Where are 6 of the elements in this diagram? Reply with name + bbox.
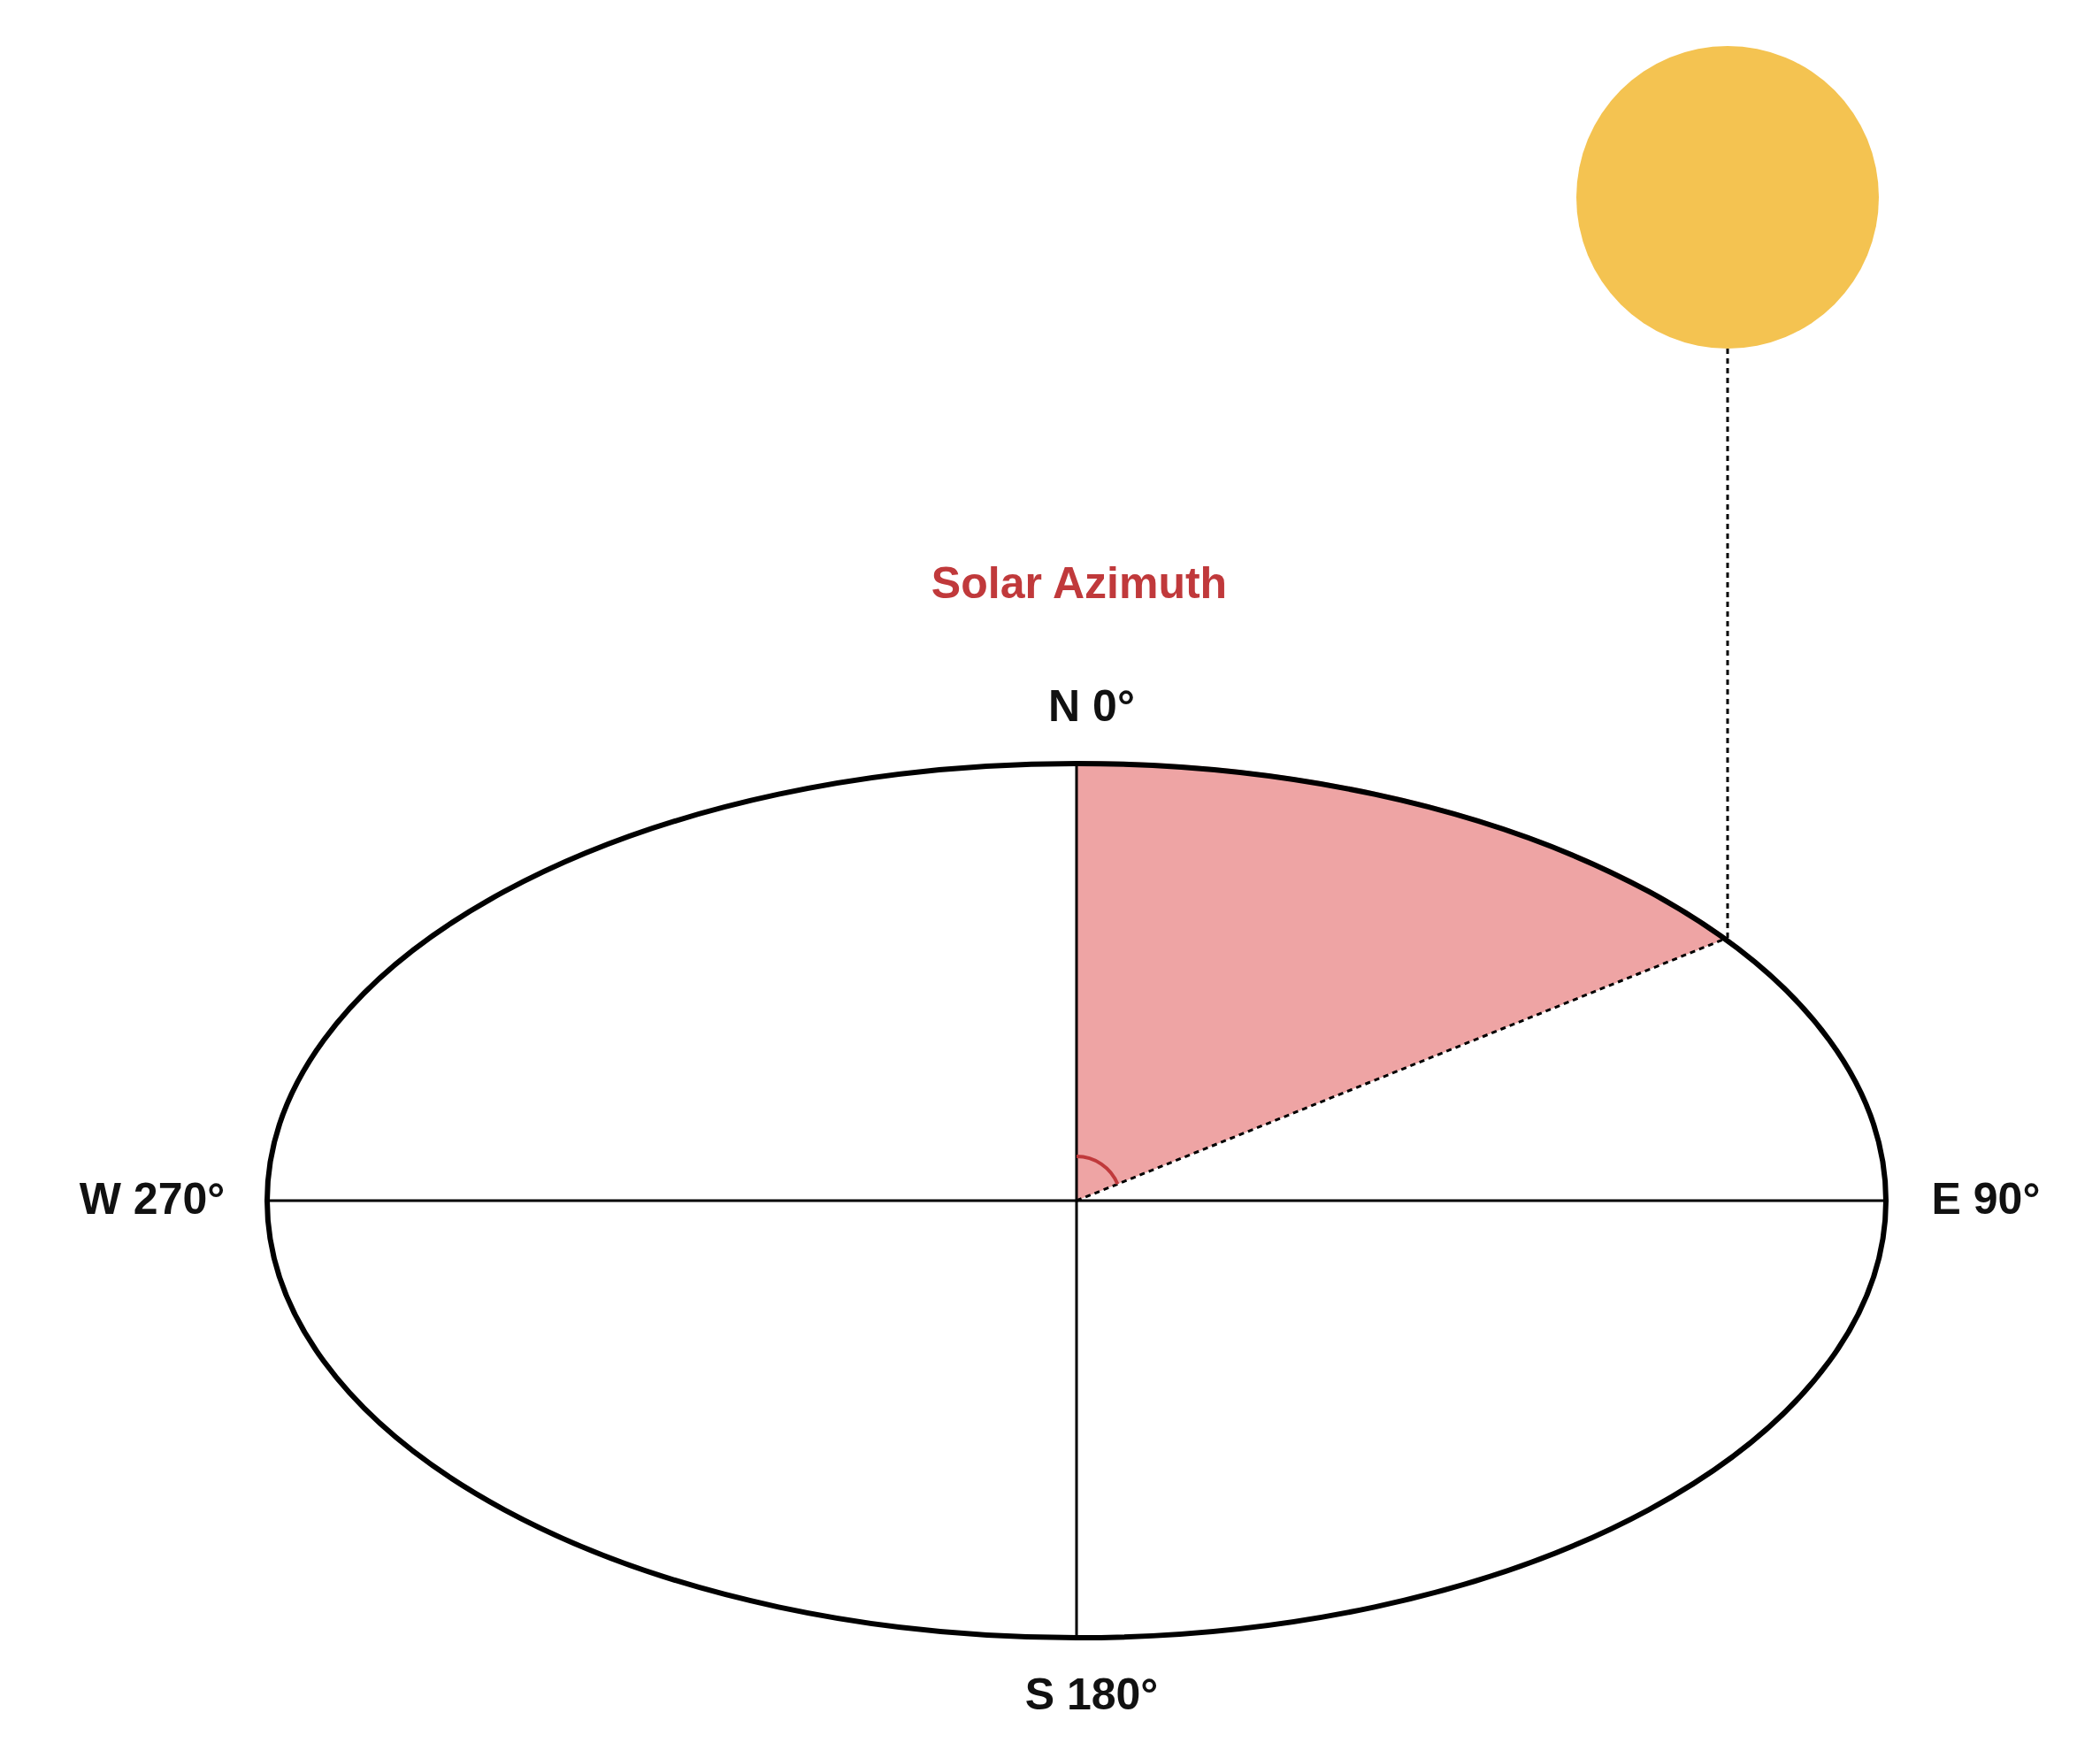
diagram-title: Solar Azimuth bbox=[931, 557, 1228, 609]
compass-label: S 180° bbox=[1024, 1669, 1159, 1720]
projection-line bbox=[1726, 349, 1729, 938]
compass-label: E 90° bbox=[1931, 1173, 2041, 1225]
compass-label: W 270° bbox=[79, 1173, 226, 1225]
compass-label: N 0° bbox=[1048, 680, 1135, 732]
